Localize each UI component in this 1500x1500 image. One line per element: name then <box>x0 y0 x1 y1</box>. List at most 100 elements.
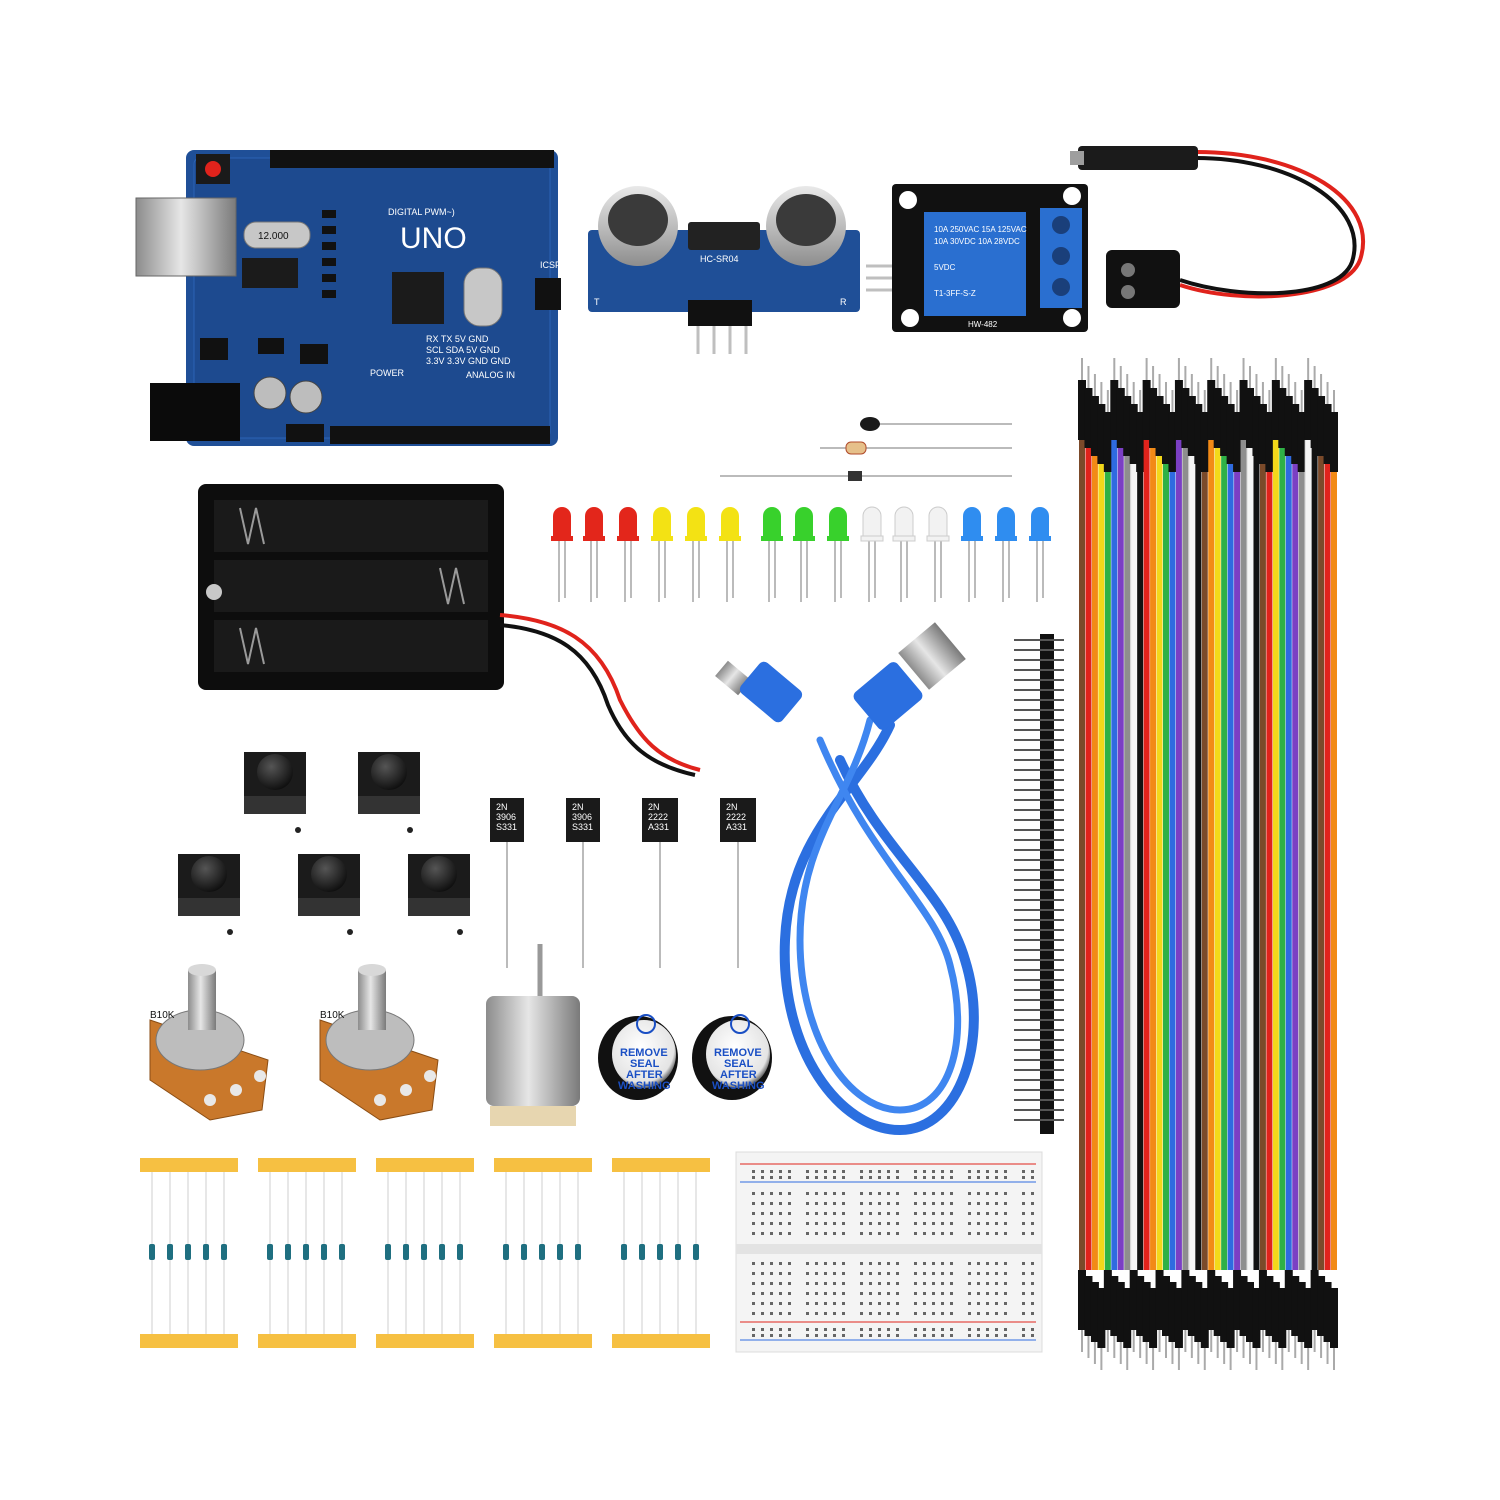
jumper-wire <box>1233 390 1242 1352</box>
led-white <box>892 506 916 602</box>
led-yellow <box>685 507 707 602</box>
svg-text:A331: A331 <box>648 822 669 832</box>
relay-voltage: 5VDC <box>934 263 956 272</box>
led-blue <box>995 507 1017 602</box>
jumper-wire <box>1136 390 1145 1358</box>
capacitor <box>253 376 287 410</box>
relay-rating-2: 10A 30VDC 10A 28VDC <box>934 237 1020 246</box>
jumper-wire <box>1258 382 1267 1352</box>
digital-header <box>270 150 554 168</box>
jumper-wire <box>1097 382 1106 1370</box>
scl-sda-label: SCL SDA 5V GND <box>426 345 500 355</box>
jumper-wire <box>1239 358 1248 1358</box>
jumper-wire <box>1291 382 1300 1358</box>
svg-text:2N: 2N <box>648 802 660 812</box>
jumper-wire <box>1149 366 1158 1370</box>
jumper-wire <box>1168 390 1177 1364</box>
led-row <box>551 506 1051 602</box>
jumper-wire <box>1271 358 1280 1364</box>
usb-cable <box>715 622 979 1136</box>
voltage-label: 3.3V 3.3V GND GND <box>426 356 511 366</box>
transistors: 2N 3906 S331 2N 3906 S331 2N 2222 A331 2… <box>490 798 756 968</box>
jumper-wire <box>1110 358 1119 1358</box>
svg-text:REMOVE: REMOVE <box>714 1047 762 1059</box>
jumper-wire-bundle <box>1078 358 1338 1370</box>
jumper-wire <box>1246 366 1254 1364</box>
led-green <box>793 507 815 602</box>
led-blue <box>961 507 983 602</box>
icsp-label: ICSP <box>540 260 561 270</box>
jumper-wire <box>1123 374 1132 1370</box>
relay-module: 10A 250VAC 15A 125VAC 10A 30VDC 10A 28VD… <box>866 184 1088 332</box>
relay-model: HW-482 <box>968 320 998 329</box>
led-green <box>761 507 783 602</box>
power-analog-header <box>330 426 550 444</box>
push-button <box>178 854 240 935</box>
jumper-wire <box>1207 358 1216 1352</box>
transistor: 2N 2222 A331 <box>720 798 756 968</box>
jumper-wire <box>1304 358 1313 1370</box>
jumper-wire <box>1323 382 1332 1364</box>
jumper-wire <box>1284 374 1293 1352</box>
rx-tx-label: RX TX 5V GND <box>426 334 489 344</box>
pin-header-strip <box>1014 634 1064 1134</box>
svg-text:S331: S331 <box>572 822 593 832</box>
transistor: 2N 3906 S331 <box>566 798 600 968</box>
sensor-model: HC-SR04 <box>700 254 739 264</box>
analog-header-label: ANALOG IN <box>466 370 515 380</box>
svg-text:3906: 3906 <box>572 812 592 822</box>
breadboard <box>735 1151 1043 1353</box>
svg-text:AFTER: AFTER <box>626 1069 663 1081</box>
led-red <box>551 507 573 602</box>
jumper-wire <box>1174 358 1183 1370</box>
jumper-wire <box>1200 390 1209 1370</box>
jumper-wire <box>1252 374 1261 1370</box>
ultrasonic-sensor: HC-SR04 T R <box>588 186 860 354</box>
jumper-wire <box>1090 374 1099 1364</box>
jumper-wire <box>1213 366 1222 1358</box>
battery-snap-cable <box>1070 146 1366 308</box>
jumper-wire <box>1084 366 1093 1358</box>
resistor-strips <box>140 1158 710 1348</box>
jumper-wire <box>1194 382 1203 1364</box>
led-white <box>860 506 884 602</box>
potentiometer: B10K <box>319 964 439 1121</box>
svg-text:2222: 2222 <box>726 812 746 822</box>
jumper-wire <box>1078 358 1086 1352</box>
led-yellow <box>651 507 673 602</box>
led-red <box>617 507 639 602</box>
usb-a-plug <box>898 622 966 690</box>
svg-text:REMOVE: REMOVE <box>620 1047 668 1059</box>
push-buttons <box>178 752 470 935</box>
svg-text:WASHING: WASHING <box>712 1080 765 1092</box>
arduino-uno-board: 12.000 UNO DIGITAL PWM~) POWER ANALOG IN… <box>135 150 561 446</box>
battery-holder <box>198 484 701 777</box>
led-green <box>827 507 849 602</box>
microcontroller-chip <box>392 272 444 324</box>
jumper-wire <box>1116 366 1125 1364</box>
svg-text:3906: 3906 <box>496 812 516 822</box>
resistor-strip <box>612 1158 710 1348</box>
resistor-strip <box>140 1158 238 1348</box>
capacitor <box>289 380 323 414</box>
jumper-wire <box>1103 390 1112 1352</box>
usb-b-port <box>135 197 237 277</box>
jumper-wire <box>1226 382 1235 1370</box>
jumper-wire <box>1181 366 1190 1352</box>
jumper-wire <box>1142 358 1151 1364</box>
svg-text:S331: S331 <box>496 822 517 832</box>
relay-rating-1: 10A 250VAC 15A 125VAC <box>934 225 1027 234</box>
led-red <box>583 507 605 602</box>
svg-text:A331: A331 <box>726 822 747 832</box>
pot-label: B10K <box>320 1010 345 1021</box>
svg-text:2N: 2N <box>496 802 508 812</box>
power-header-label: POWER <box>370 368 405 378</box>
resistor-strip <box>494 1158 592 1348</box>
crystal <box>243 221 311 249</box>
relay-part: T1-3FF-S-Z <box>934 289 976 298</box>
push-button <box>358 752 420 833</box>
sensor-r-label: R <box>840 297 847 307</box>
jumper-wire <box>1155 374 1164 1352</box>
jumper-wire <box>1187 374 1196 1358</box>
